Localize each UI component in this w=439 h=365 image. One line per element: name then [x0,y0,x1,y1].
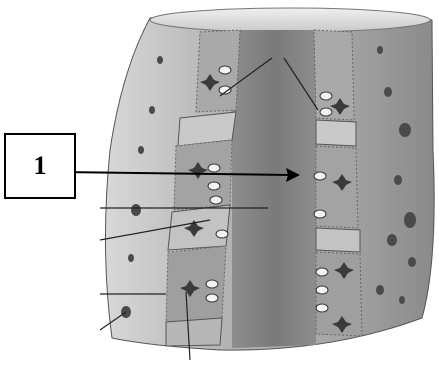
callout-label-1: 1 [4,133,76,199]
callout-number: 1 [34,151,47,181]
top-rim [150,8,430,32]
